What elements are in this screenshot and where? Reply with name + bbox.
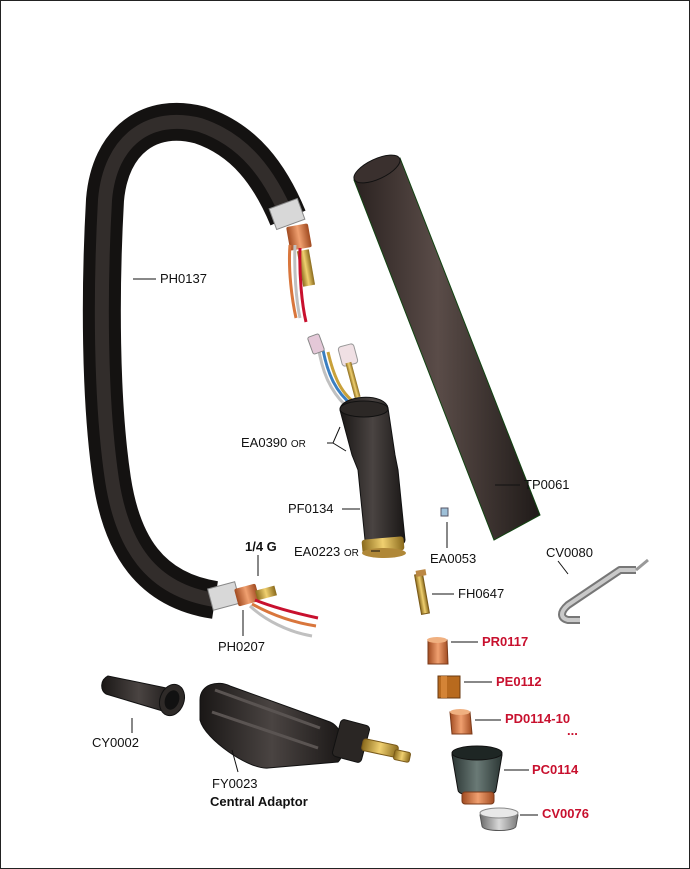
part-cv0080 xyxy=(558,558,649,624)
label-ea0223: EA0223 OR xyxy=(294,545,359,561)
label-quarter-g: 1/4 G xyxy=(245,539,277,554)
label-ea0223-or: OR xyxy=(343,548,359,559)
label-ea0390-or: OR xyxy=(290,439,306,450)
leader-lines xyxy=(131,278,569,816)
label-pe0112: PE0112 xyxy=(496,674,542,689)
label-pd0114: PD0114-10 xyxy=(505,711,571,726)
label-ea0390: EA0390 OR xyxy=(241,436,306,452)
part-cv0076 xyxy=(479,807,519,831)
label-cv0076: CV0076 xyxy=(542,806,589,821)
part-pd0114 xyxy=(449,709,473,735)
label-central-adaptor: Central Adaptor xyxy=(210,794,308,809)
hose-bottom-fittings xyxy=(234,583,319,638)
label-cv0080: CV0080 xyxy=(546,545,593,560)
label-ea0390-code: EA0390 xyxy=(241,435,288,450)
tube-tp0061 xyxy=(353,154,541,541)
label-pf0134: PF0134 xyxy=(288,501,334,516)
part-fy0023 xyxy=(199,682,411,769)
label-ph0137: PH0137 xyxy=(160,271,207,286)
label-pd0114-dots: ... xyxy=(567,723,578,738)
label-fh0647: FH0647 xyxy=(458,586,505,601)
part-pr0117 xyxy=(427,637,449,665)
label-ph0207: PH0207 xyxy=(218,639,265,654)
part-cy0002 xyxy=(101,675,186,717)
label-ea0053: EA0053 xyxy=(430,551,477,566)
label-ea0223-code: EA0223 xyxy=(294,544,341,559)
part-pe0112 xyxy=(437,675,461,699)
hose-top-fittings xyxy=(286,223,316,323)
label-pc0114: PC0114 xyxy=(532,762,579,777)
label-pr0117: PR0117 xyxy=(482,634,529,649)
label-fy0023: FY0023 xyxy=(212,776,258,791)
part-ea0053 xyxy=(440,507,449,517)
part-pc0114 xyxy=(451,745,503,805)
part-fh0647 xyxy=(414,569,430,615)
hose-ph0137 xyxy=(82,102,306,619)
label-cy0002: CY0002 xyxy=(92,735,139,750)
handle-pf0134 xyxy=(307,333,406,558)
label-tp0061: TP0061 xyxy=(524,477,570,492)
